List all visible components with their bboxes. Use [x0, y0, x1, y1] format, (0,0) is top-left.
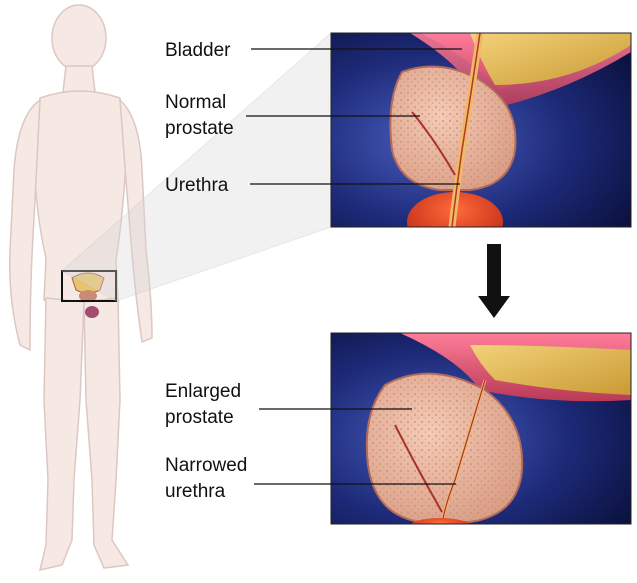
- label-urethra: Urethra: [165, 175, 229, 196]
- body-left-leg: [40, 298, 84, 570]
- down-arrow-icon: [478, 244, 510, 318]
- normal-prostate-panel: [331, 33, 631, 252]
- label-normal-prostate-line2: prostate: [165, 118, 234, 139]
- label-enlarged-prostate-line2: prostate: [165, 407, 234, 428]
- label-narrowed-urethra-line2: urethra: [165, 481, 226, 502]
- label-enlarged-prostate-line1: Enlarged: [165, 381, 241, 402]
- label-normal-prostate-line1: Normal: [165, 92, 226, 113]
- body-left-arm: [10, 100, 40, 350]
- label-narrowed-urethra-line1: Narrowed: [165, 455, 247, 476]
- body-right-leg: [84, 298, 128, 568]
- body-head: [52, 5, 106, 71]
- body-neck: [63, 66, 95, 92]
- enlarged-prostate-panel: [331, 333, 631, 534]
- label-bladder: Bladder: [165, 40, 231, 61]
